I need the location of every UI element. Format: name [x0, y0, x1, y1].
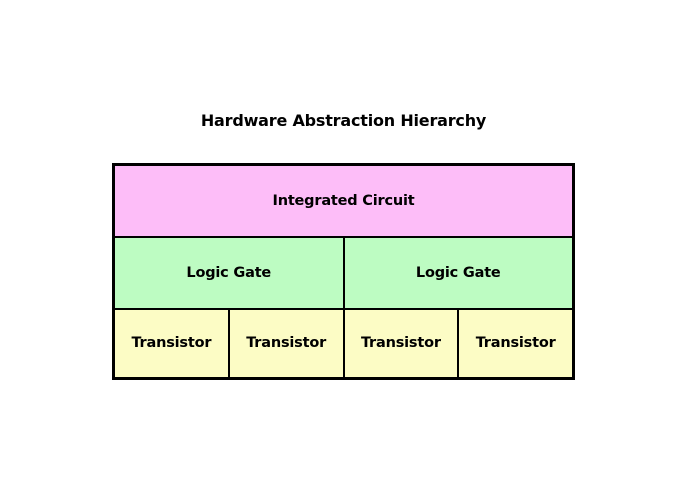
logic-gate-block: Logic Gate: [342, 238, 572, 308]
transistor-block: Transistor: [342, 309, 458, 377]
integrated-circuit-block: Integrated Circuit: [115, 166, 572, 237]
level-logic-gates: Logic Gate Logic Gate: [115, 236, 572, 308]
diagram-title: Hardware Abstraction Hierarchy: [200, 111, 487, 130]
transistor-block: Transistor: [227, 309, 343, 377]
transistor-block: Transistor: [115, 309, 228, 377]
logic-gate-block: Logic Gate: [115, 238, 343, 308]
transistor-block: Transistor: [457, 309, 572, 377]
hierarchy-table: Integrated Circuit Logic Gate Logic Gate…: [112, 163, 575, 380]
level-integrated-circuit: Integrated Circuit: [115, 166, 572, 237]
level-transistors: Transistor Transistor Transistor Transis…: [115, 307, 572, 377]
